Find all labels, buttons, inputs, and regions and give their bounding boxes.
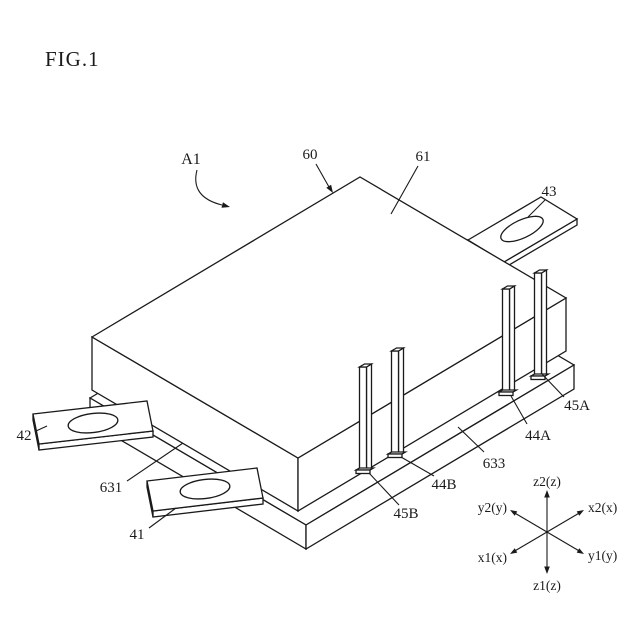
axis-label-y1: y1(y) xyxy=(588,548,617,563)
figure-title: FIG.1 xyxy=(45,47,100,71)
pin-44b-front-face xyxy=(390,350,400,457)
axis-arrowhead-y1 xyxy=(576,548,584,554)
pin-44b-top-face xyxy=(389,347,406,352)
label-60: 60 xyxy=(303,147,318,163)
label-631: 631 xyxy=(100,480,123,496)
pin-44b-side-face xyxy=(397,346,405,458)
leader-61 xyxy=(390,165,419,215)
pin-45b-foot-front xyxy=(355,469,371,475)
pin-44a-foot-front xyxy=(498,391,514,397)
axis-line-y1-y2 xyxy=(512,511,582,553)
pin-44a-front-face xyxy=(501,288,511,395)
module-lid xyxy=(90,176,568,513)
pin-44b-foot-front xyxy=(387,453,403,459)
leader-lines xyxy=(35,163,565,529)
leader-45b xyxy=(368,472,400,506)
coordinate-axes: z2(z) z1(z) x2(x) y1(y) y2(y) x1(x) xyxy=(478,474,618,593)
axis-arrowhead-y2 xyxy=(510,510,518,516)
pin-45a-side-face xyxy=(540,268,548,380)
label-a1: A1 xyxy=(181,151,201,168)
terminal-tab-41 xyxy=(146,467,264,518)
leader-42 xyxy=(35,425,48,432)
signal-pin-44b xyxy=(385,346,408,459)
axis-label-z1: z1(z) xyxy=(533,578,561,593)
leader-43 xyxy=(527,199,546,218)
axis-arrowhead-z2 xyxy=(544,490,550,498)
axis-arrowhead-z1 xyxy=(544,566,550,574)
pin-45b-side-face xyxy=(365,362,373,474)
label-44a: 44A xyxy=(525,428,551,444)
pin-44a-side-face xyxy=(508,284,516,396)
label-633: 633 xyxy=(483,456,506,472)
signal-pin-45b xyxy=(353,362,376,475)
axis-label-x2: x2(x) xyxy=(588,500,617,515)
terminal-tab-43 xyxy=(466,196,579,270)
leader-631 xyxy=(126,442,184,482)
a1-arrowhead xyxy=(221,202,230,208)
axis-arrowhead-x2 xyxy=(576,510,584,516)
pin-45a-top-face xyxy=(532,269,549,274)
leader-45a xyxy=(541,373,565,398)
signal-pin-45a xyxy=(528,268,551,381)
tab-42-bolt-hole xyxy=(67,412,119,434)
label-45a: 45A xyxy=(564,398,590,414)
leader-44a xyxy=(510,395,528,425)
pin-44a-top-face xyxy=(500,285,517,290)
axis-label-z2: z2(z) xyxy=(533,474,561,489)
leader-60 xyxy=(315,163,330,188)
label-61: 61 xyxy=(416,149,431,165)
base-front-right-face xyxy=(305,363,575,551)
leader-633 xyxy=(457,426,485,453)
tab-41-bolt-hole xyxy=(179,478,231,500)
arrowhead-60 xyxy=(326,184,333,193)
label-43: 43 xyxy=(542,184,557,200)
label-41: 41 xyxy=(130,527,145,543)
lid-top-face xyxy=(90,176,568,459)
axis-arrowhead-x1 xyxy=(510,548,518,554)
label-42: 42 xyxy=(17,428,32,444)
pin-45a-front-face xyxy=(533,272,543,379)
pin-45a-foot-front xyxy=(530,375,546,381)
terminal-tab-42 xyxy=(32,400,154,451)
leader-41 xyxy=(148,507,177,529)
callout-labels: FIG.1 A1 60 61 43 42 631 41 45B 44B 633 … xyxy=(17,47,591,543)
pin-45b-front-face xyxy=(358,366,368,473)
label-45b: 45B xyxy=(393,506,418,522)
pin-45b-top-face xyxy=(357,363,374,368)
signal-pin-44a xyxy=(496,284,519,397)
label-44b: 44B xyxy=(431,477,456,493)
leader-44b xyxy=(400,456,435,477)
a1-arrow-curve xyxy=(195,169,223,206)
tab-43-bolt-hole xyxy=(500,215,544,243)
axis-label-y2: y2(y) xyxy=(478,500,507,515)
axis-label-x1: x1(x) xyxy=(478,550,507,565)
